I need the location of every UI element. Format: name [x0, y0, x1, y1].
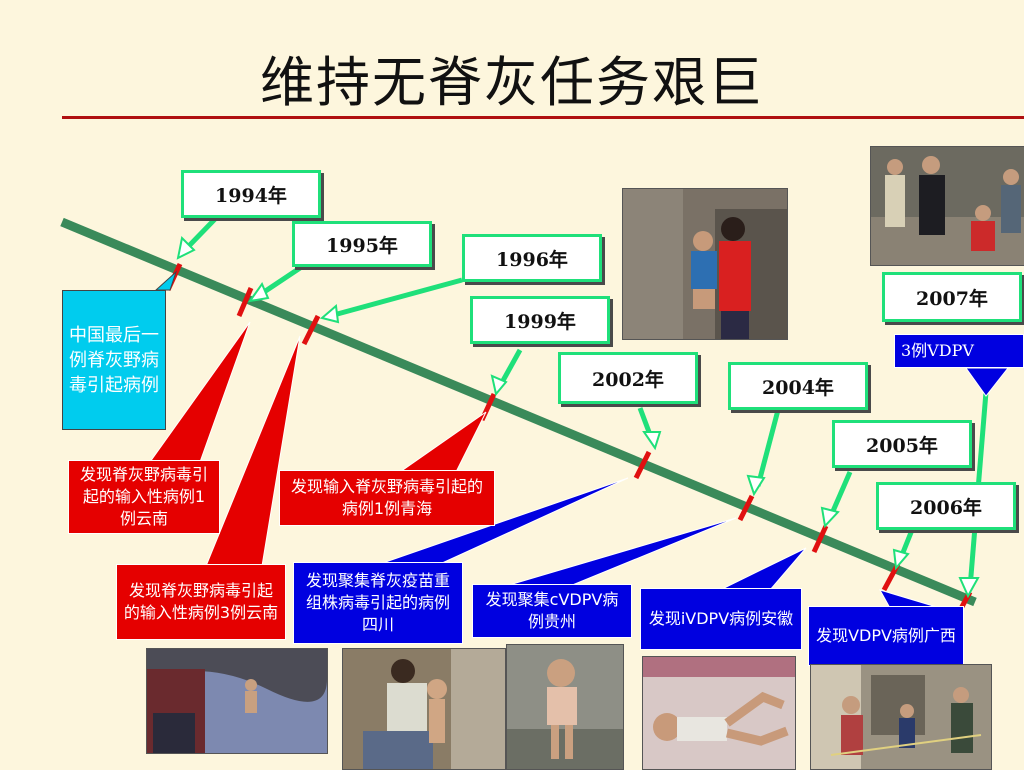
pointer-ivdpv-anhui	[719, 547, 807, 591]
photo-rocky-field	[146, 648, 328, 754]
callout-vdpv-guangxi: 发现VDPV病例广西	[808, 606, 964, 666]
year-box-2002: 2002年	[558, 352, 698, 404]
year-box-2005: 2005年	[832, 420, 972, 468]
photo-group-visit	[870, 146, 1024, 266]
tick-1996	[301, 314, 321, 346]
red-pointers	[149, 321, 487, 567]
slide-title: 维持无脊灰任务艰巨	[260, 51, 764, 114]
year-box-2004: 2004年	[728, 362, 868, 410]
tick-2005	[811, 524, 829, 554]
pointer-vdpv-2007	[965, 367, 1010, 397]
pointer-last-wild-case	[154, 270, 178, 291]
arrowhead-2006	[892, 548, 910, 571]
arrow-1994	[183, 216, 218, 252]
arrowhead-1995	[247, 281, 270, 303]
arrow-2004	[755, 409, 781, 487]
callout-cluster-sichuan: 发现聚集脊灰疫苗重组株病毒引起的病例四川	[293, 562, 463, 644]
pointer-cluster-guizhou	[505, 517, 737, 587]
photo-child-held	[342, 648, 506, 770]
arrowhead-2005	[820, 506, 840, 529]
callout-import-3-yunnan: 发现脊灰野病毒引起的输入性病例3例云南	[116, 564, 286, 640]
arrowhead-2004	[746, 474, 766, 497]
title-underline	[62, 116, 1024, 119]
arrowhead-1996	[319, 304, 340, 324]
tick-2002	[633, 450, 652, 480]
arrowhead-1999	[490, 374, 508, 397]
photo-child-standing	[506, 644, 624, 770]
year-box-1999: 1999年	[470, 296, 610, 344]
arrow-1996	[329, 277, 463, 319]
callout-cluster-guizhou: 发现聚集cVDPV病例贵州	[472, 584, 632, 638]
callout-import-1-yunnan: 发现脊灰野病毒引起的输入性病例1例云南	[68, 460, 220, 534]
callout-import-qinghai: 发现输入脊灰野病毒引起的病例1例青海	[279, 470, 495, 526]
year-box-1996: 1996年	[462, 234, 602, 282]
tick-1995	[236, 287, 254, 317]
arrowhead-1994	[176, 235, 196, 260]
callout-last-wild-case: 中国最后一例脊灰野病毒引起病例	[62, 290, 166, 430]
arrowhead-2002	[642, 431, 662, 451]
year-box-1994: 1994年	[181, 170, 321, 218]
pointer-import-qinghai	[398, 411, 487, 473]
arrowhead-2007	[958, 577, 980, 599]
year-box-2006: 2006年	[876, 482, 1016, 530]
tick-2004	[737, 494, 755, 522]
year-box-2007: 2007年	[882, 272, 1022, 322]
callout-ivdpv-anhui: 发现iVDPV病例安徽	[640, 588, 802, 650]
photo-infant-lying	[642, 656, 796, 770]
arrow-heads	[176, 235, 980, 599]
photo-village-walk	[810, 664, 992, 770]
photo-mother-child	[622, 188, 788, 340]
year-box-1995: 1995年	[292, 221, 432, 267]
callout-vdpv-2007: 3例VDPV	[894, 334, 1024, 368]
